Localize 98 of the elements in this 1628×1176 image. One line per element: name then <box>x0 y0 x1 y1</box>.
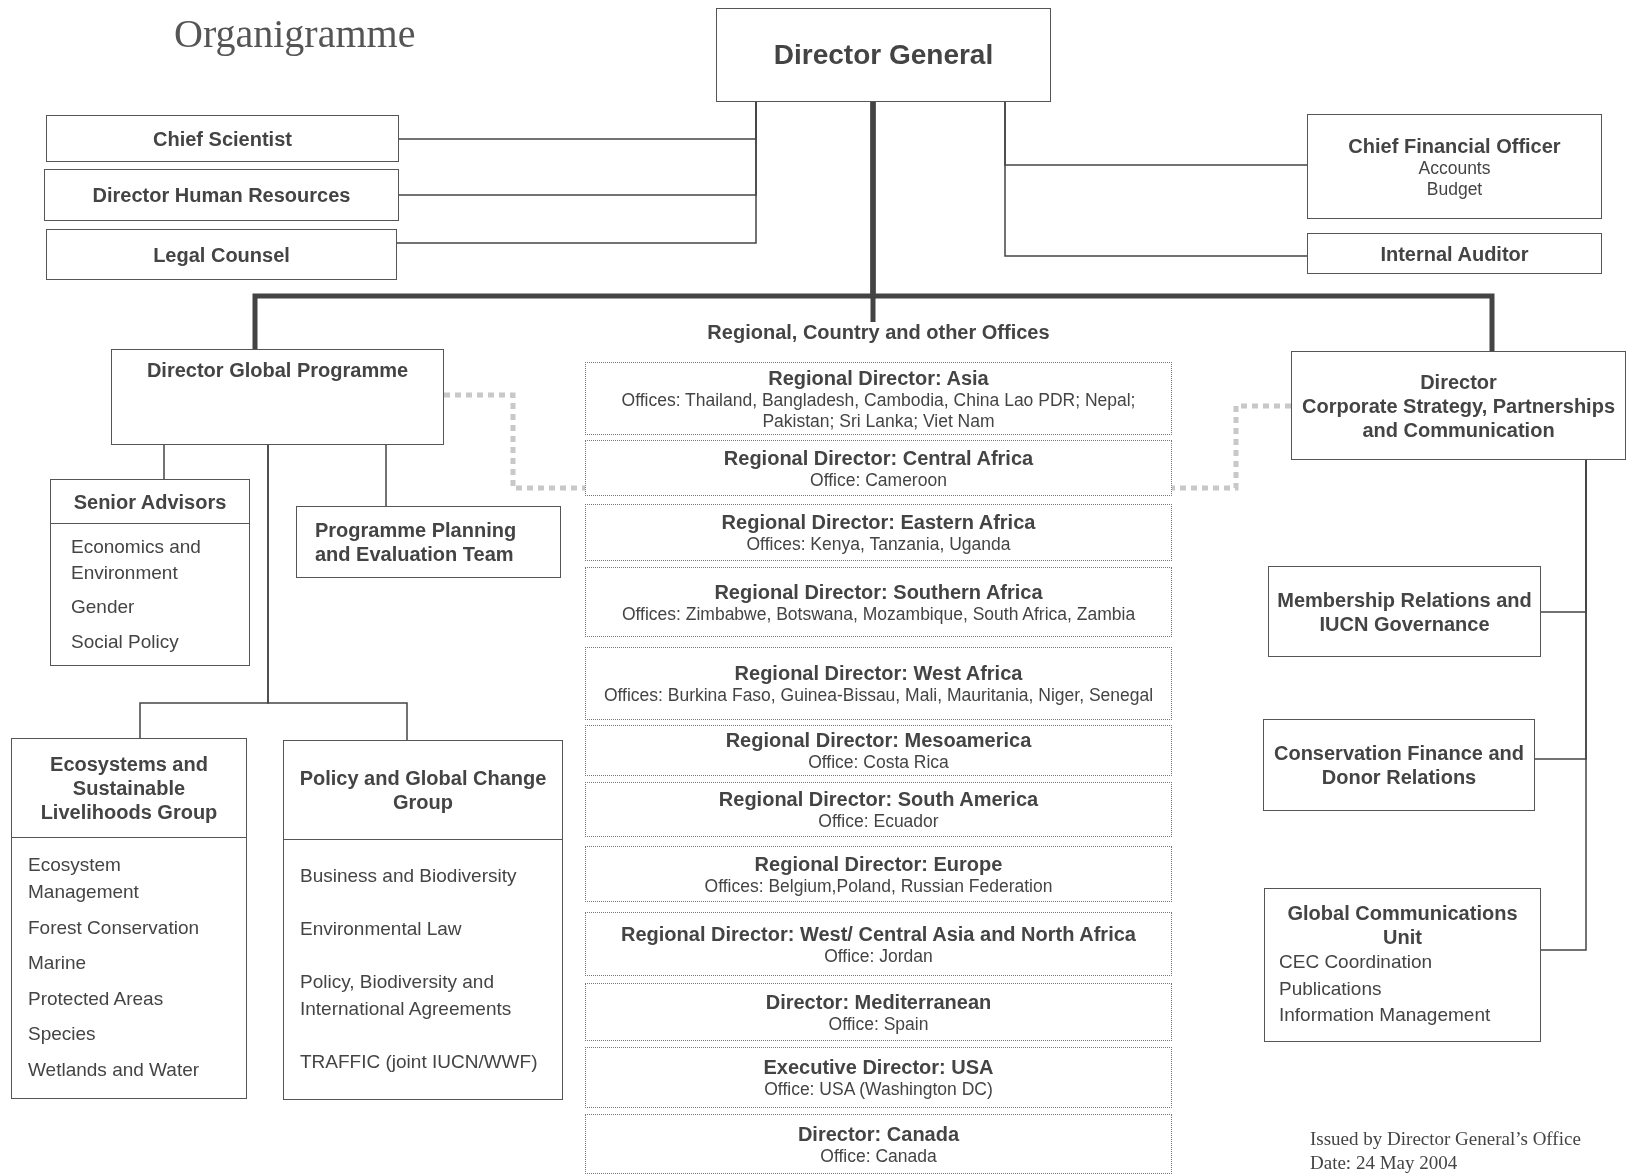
list-item: TRAFFIC (joint IUCN/WWF) <box>300 1050 538 1075</box>
connector-line <box>870 102 1495 351</box>
box-title: Director Global Programme <box>146 358 409 382</box>
list-item: Economics and Environment <box>71 534 202 586</box>
office-box <box>585 782 1172 837</box>
connector-line <box>1540 459 1587 951</box>
list-item: Policy, Biodiversity and International Agreements <box>300 970 513 1022</box>
note-text: Issued by Director General’s Office <box>1310 1128 1581 1150</box>
box-title: Senior Advisors <box>73 489 227 514</box>
group-heading: Regional, Country and other Offices <box>706 322 1051 345</box>
box-title: Regional Director: Central Africa <box>723 445 1034 470</box>
box-title: Legal Counsel <box>153 242 290 267</box>
connector-line <box>267 444 408 741</box>
org-box <box>1264 888 1541 1042</box>
box-title: Director: Canada <box>797 1121 960 1146</box>
office-box <box>585 647 1172 720</box>
org-box <box>716 8 1051 102</box>
list-item: Species <box>28 1022 96 1047</box>
office-box <box>585 504 1172 561</box>
box-title: Membership Relations and IUCN Governance <box>1276 587 1533 636</box>
box-title: Chief Financial Officer <box>1348 133 1561 158</box>
box-title: Regional Director: Mesoamerica <box>725 728 1032 752</box>
box-title: Regional Director: Eastern Africa <box>721 510 1036 534</box>
list-item: Wetlands and Water <box>28 1057 200 1082</box>
note-text: Date: 24 May 2004 <box>1310 1152 1458 1174</box>
org-box <box>44 169 399 221</box>
office-box <box>585 567 1172 637</box>
box-title: Director Human Resources <box>92 183 351 207</box>
box-title: Regional Director: South America <box>718 787 1039 811</box>
dotted-connector <box>1172 403 1291 491</box>
box-title: Corporate Strategy, Partnerships and Communication <box>1300 393 1616 442</box>
connector-line <box>163 444 165 480</box>
box-title: Regional Director: Asia <box>768 365 989 390</box>
box-text: Offices: Zimbabwe, Botswana, Mozambique, South Africa, Zambia <box>621 603 1136 625</box>
org-box <box>111 349 444 445</box>
org-box <box>1307 233 1602 274</box>
box-text: Office: Spain <box>828 1013 929 1035</box>
box-text: Office: Ecuador <box>818 811 939 832</box>
office-box <box>585 440 1172 496</box>
box-title: Director: Mediterranean <box>765 989 992 1014</box>
box-text: Budget <box>1426 178 1483 200</box>
box-title: Regional Director: West/ Central Asia and North Africa <box>621 921 1136 946</box>
box-title: Chief Scientist <box>153 126 292 151</box>
list-item: Environmental Law <box>300 917 462 942</box>
box-text: Office: Canada <box>820 1145 937 1167</box>
box-title: Conservation Finance and Donor Relations <box>1272 741 1526 789</box>
box-text: Office: USA (Washington DC) <box>764 1079 993 1100</box>
box-title: Director General <box>773 38 994 72</box>
box-title: Regional Director: Southern Africa <box>714 579 1043 604</box>
box-text: Office: Jordan <box>824 945 933 967</box>
org-box <box>46 229 397 280</box>
org-box <box>283 740 563 1100</box>
list-item: Marine <box>28 951 87 976</box>
box-text: Office: Costa Rica <box>808 752 949 773</box>
box-text: Office: Cameroon <box>810 469 947 491</box>
office-box <box>585 912 1172 976</box>
box-title: Global Communications Unit <box>1286 901 1519 950</box>
list-item: Protected Areas <box>28 986 164 1011</box>
box-text: Offices: Belgium,Poland, Russian Federation <box>704 875 1053 897</box>
box-title: Regional Director: West Africa <box>734 661 1023 685</box>
box-title: Regional Director: Europe <box>754 851 1003 876</box>
connector-line <box>1004 101 1308 257</box>
office-box <box>585 362 1172 435</box>
org-box <box>1268 566 1541 657</box>
box-title: Ecosystems and Sustainable Livelihoods Group <box>39 752 219 824</box>
box-text: Accounts <box>1418 157 1491 179</box>
office-box <box>585 1114 1172 1174</box>
org-box <box>46 115 399 162</box>
box-title: Executive Director: USA <box>763 1055 994 1079</box>
list-item: Publications <box>1279 976 1382 1001</box>
list-item: Business and Biodiversity <box>300 864 517 889</box>
list-item: Gender <box>71 595 135 620</box>
list-item: Forest Conservation <box>28 915 200 940</box>
org-box <box>1263 719 1535 811</box>
box-title: Programme Planning and Evaluation Team <box>315 518 518 566</box>
box-title: Director <box>1420 369 1497 394</box>
dotted-connector <box>444 392 585 491</box>
org-box <box>296 506 561 578</box>
box-title: Policy and Global Change Group <box>298 766 548 814</box>
diagram-title: Organigramme <box>174 10 416 57</box>
list-item: Information Management <box>1279 1003 1491 1028</box>
office-box <box>585 725 1172 776</box>
list-item: Ecosystem Management <box>28 853 140 905</box>
office-box <box>585 846 1172 902</box>
connector-line <box>385 444 387 507</box>
org-box <box>1291 351 1626 460</box>
box-text: Offices: Burkina Faso, Guinea-Bissau, Mali, Mauritania, Niger, Senegal <box>603 685 1154 706</box>
office-box <box>585 1047 1172 1108</box>
org-box <box>1307 114 1602 219</box>
box-title: Internal Auditor <box>1380 241 1529 266</box>
org-box <box>11 738 247 1099</box>
connector-line <box>396 101 757 244</box>
box-text: Offices: Thailand, Bangladesh, Cambodia, China Lao PDR; Nepal; Pakistan; Sri Lanka; Viet Nam <box>620 389 1137 432</box>
list-item: Social Policy <box>71 629 179 654</box>
list-item: CEC Coordination <box>1279 950 1433 975</box>
office-box <box>585 983 1172 1041</box>
org-box <box>50 479 250 666</box>
box-text: Offices: Kenya, Tanzania, Uganda <box>746 534 1011 555</box>
